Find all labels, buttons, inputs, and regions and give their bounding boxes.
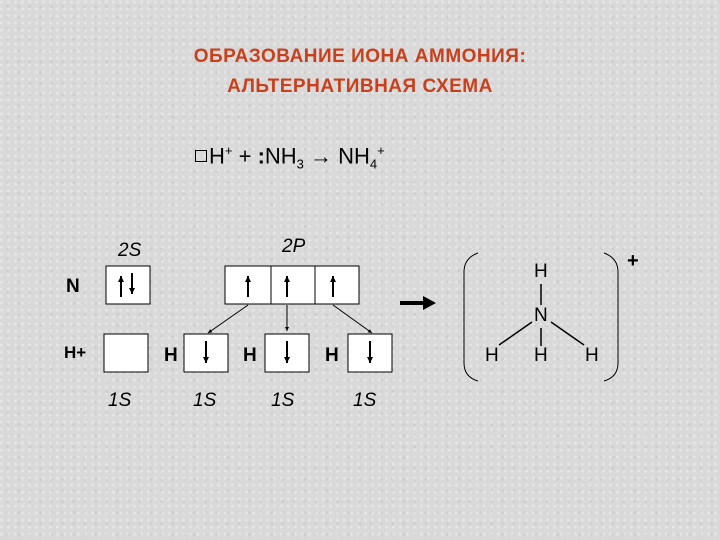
reaction-equation: H+ + :NH3 → NH4+: [195, 143, 385, 172]
eq-nh4-charge: +: [377, 143, 385, 158]
eq-nh4: NH: [338, 143, 370, 169]
label-n: N: [66, 276, 80, 297]
left-bracket: [463, 252, 479, 382]
eq-arrow: →: [303, 143, 339, 169]
bond-arrow-left: [207, 304, 249, 334]
label-1s-h3: 1S: [353, 390, 377, 411]
product-h-bottom: H: [534, 345, 548, 366]
bond-arrow-right: [332, 304, 373, 334]
product-n: N: [534, 305, 548, 326]
label-h-2: H: [243, 345, 257, 366]
bullet-box-icon: [195, 150, 207, 163]
label-h-3: H: [325, 345, 339, 366]
eq-h-charge: +: [224, 143, 233, 158]
product-h-left: H: [485, 345, 499, 366]
label-2s: 2S: [118, 240, 142, 261]
n-2p-cell-3: [314, 265, 360, 305]
eq-nh3: NH: [264, 143, 297, 169]
eq-plus: +: [232, 143, 258, 169]
product-h-right: H: [585, 345, 599, 366]
label-2p: 2P: [282, 236, 306, 257]
label-1s-h1: 1S: [193, 390, 217, 411]
label-h-1: H: [164, 345, 178, 366]
eq-nh3-sub: 3: [296, 156, 304, 172]
n-2s-cell: [105, 265, 151, 305]
right-bracket: [603, 252, 619, 382]
reaction-arrow-head: [423, 296, 436, 310]
label-1s-h2: 1S: [271, 390, 295, 411]
eq-h: H: [209, 143, 225, 169]
label-1s-hplus: 1S: [108, 390, 132, 411]
label-hplus: H+: [64, 343, 87, 362]
eq-nh4-sub: 4: [369, 156, 378, 172]
product-h-top: H: [534, 261, 548, 282]
page-title-line1: ОБРАЗОВАНИЕ ИОНА АММОНИЯ:: [193, 46, 527, 67]
hplus-1s-cell: [103, 333, 149, 373]
product-charge: +: [627, 250, 639, 272]
n-2p-cell-2: [270, 265, 316, 305]
bond-left: [498, 321, 533, 346]
bond-right: [550, 321, 585, 346]
lone-pair-icon: :: [257, 143, 265, 169]
page-title-line2: АЛЬТЕРНАТИВНАЯ СХЕМА: [227, 76, 493, 97]
